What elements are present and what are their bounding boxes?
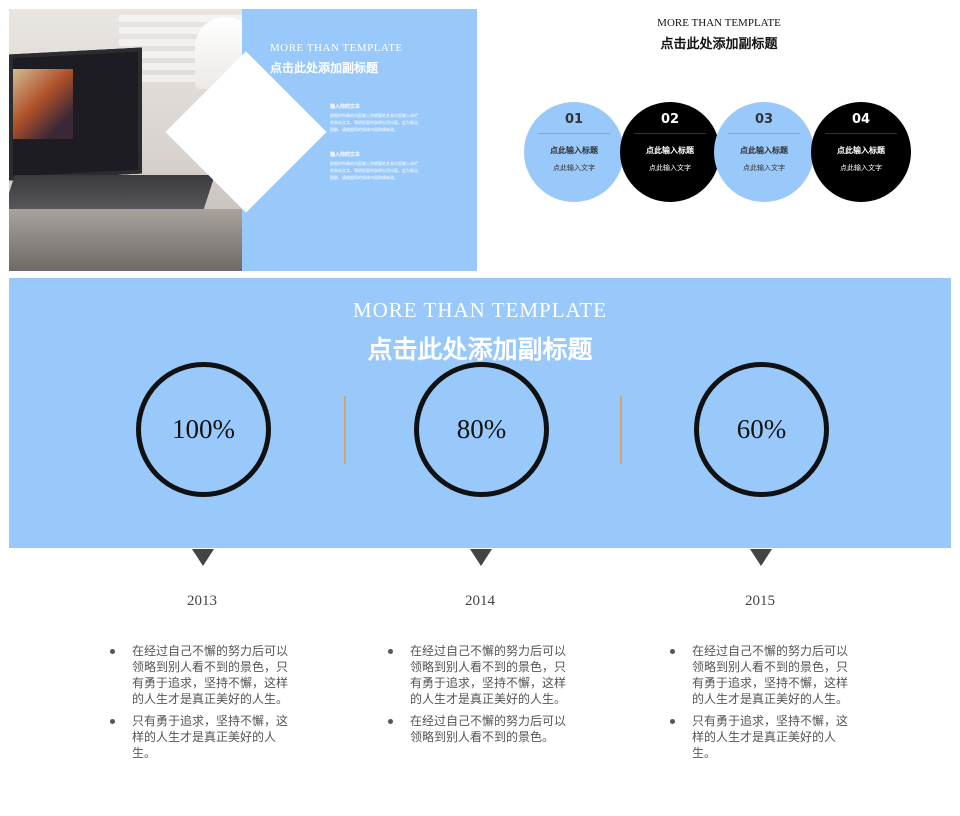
column-separator <box>344 396 346 464</box>
slide3-title: MORE THAN TEMPLATE <box>352 298 608 322</box>
step-title: 点此输入标题 <box>550 146 598 155</box>
bullet-text: 在经过自己不懈的努力后可以领略到别人看不到的景色，只有勇于追求，坚持不懈，这样的… <box>410 644 567 706</box>
step-circle-02: 02 点此输入标题 点此输入文字 <box>620 102 720 202</box>
pointer-triangle <box>470 549 492 566</box>
step-number: 04 <box>851 112 871 127</box>
bullet-dot <box>388 719 393 724</box>
progress-ring-2015: 60% <box>694 362 829 497</box>
bullet-text: 在经过自己不懈的努力后可以领略到别人看不到的景色。 <box>410 714 567 744</box>
pointer-triangle <box>750 549 772 566</box>
slide2-subtitle: 点击此处添加副标题 <box>660 37 778 52</box>
bullet-dot <box>388 649 393 654</box>
slide1-block-body: 根据你所需的内容输入你想要的文本内容输入本栏的具体文字，简明扼要的说明分项内容，… <box>330 161 418 180</box>
column-separator <box>620 396 622 464</box>
year-label: 2015 <box>745 593 775 609</box>
progress-ring-2014: 80% <box>414 362 549 497</box>
step-text: 点此输入文字 <box>743 164 785 172</box>
step-number: 03 <box>754 112 774 127</box>
bullet-dot <box>110 719 115 724</box>
progress-ring-2013: 100% <box>136 362 271 497</box>
bullet-dot <box>110 649 115 654</box>
slide2-title: MORE THAN TEMPLATE <box>657 17 781 29</box>
step-text: 点此输入文字 <box>649 164 691 172</box>
bullet-dot <box>670 649 675 654</box>
step-circle-01: 01 点此输入标题 点此输入文字 <box>524 102 624 202</box>
pointer-triangle <box>192 549 214 566</box>
bullet-text: 只有勇于追求，坚持不懈，这样的人生才是真正美好的人生。 <box>132 714 289 760</box>
step-divider <box>634 133 706 134</box>
bullet-text: 只有勇于追求，坚持不懈，这样的人生才是真正美好的人生。 <box>692 714 849 760</box>
slide1-title: MORE THAN TEMPLATE <box>270 42 403 54</box>
slide1-subtitle: 点击此处添加副标题 <box>270 61 379 75</box>
progress-percent: 60% <box>736 414 787 444</box>
step-text: 点此输入文字 <box>553 164 595 172</box>
bullet-dot <box>670 719 675 724</box>
step-title: 点此输入标题 <box>740 146 788 155</box>
slide1-block-heading: 输入你的文本 <box>330 104 361 110</box>
progress-percent: 80% <box>456 414 507 444</box>
step-divider <box>728 133 800 134</box>
bullet-text: 在经过自己不懈的努力后可以领略到别人看不到的景色，只有勇于追求，坚持不懈，这样的… <box>132 644 289 706</box>
step-number: 02 <box>660 112 680 127</box>
step-number: 01 <box>564 112 584 127</box>
step-divider <box>825 133 897 134</box>
slide3-subtitle: 点击此处添加副标题 <box>367 335 593 364</box>
step-text: 点此输入文字 <box>840 164 882 172</box>
progress-percent: 100% <box>172 414 235 444</box>
slide1-block-body: 根据你所需的内容输入你想要的文本内容输入本栏的具体文字，简明扼要的说明分项内容，… <box>330 113 418 132</box>
step-title: 点此输入标题 <box>837 146 885 155</box>
bullet-text: 在经过自己不懈的努力后可以领略到别人看不到的景色，只有勇于追求，坚持不懈，这样的… <box>692 644 849 706</box>
slide1-block-heading: 输入你的文本 <box>330 152 361 158</box>
step-title: 点此输入标题 <box>646 146 694 155</box>
year-label: 2013 <box>187 593 217 609</box>
step-circle-04: 04 点此输入标题 点此输入文字 <box>811 102 911 202</box>
slide-1: MORE THAN TEMPLATE 点击此处添加副标题 输入你的文本 根据你所… <box>9 9 477 271</box>
year-label: 2014 <box>465 593 495 609</box>
step-circle-03: 03 点此输入标题 点此输入文字 <box>714 102 814 202</box>
step-divider <box>538 133 610 134</box>
